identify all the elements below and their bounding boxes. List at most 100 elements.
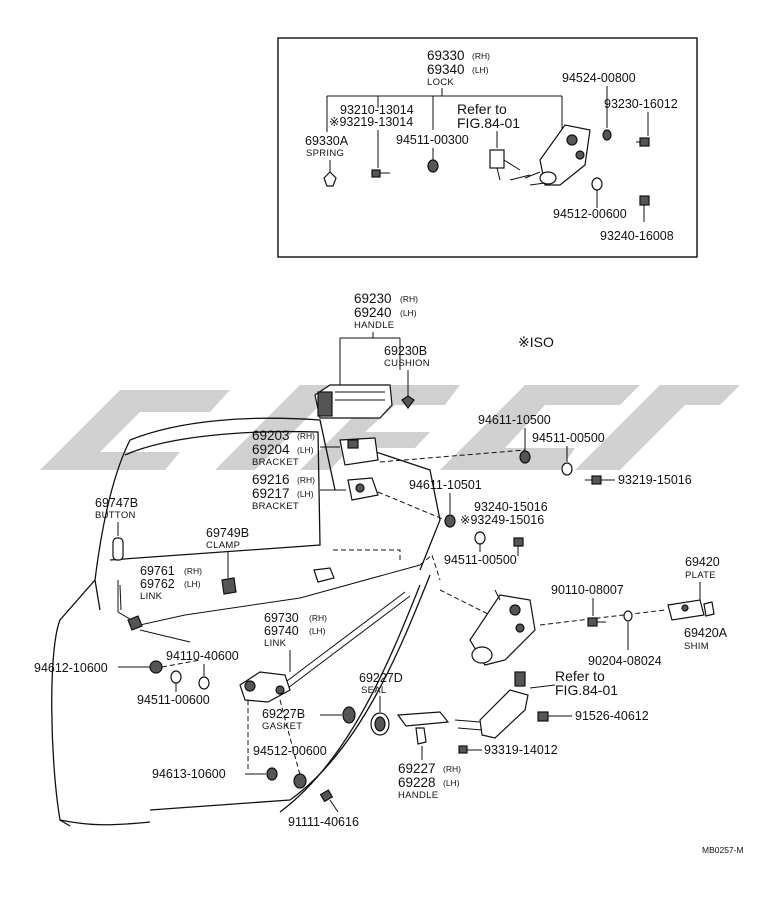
nut-h-part [266,767,278,781]
bracket1-rh-suffix: (RH) [297,431,315,441]
refer2-line2: FIG.84-01 [555,682,618,698]
link2-rh: 69730 [264,611,299,625]
clamp-num: 69749B [206,526,249,540]
bracket2-part [347,477,379,501]
clamp-part [221,567,335,595]
button-part [112,537,124,561]
cushion-part [401,395,415,409]
door-outline [51,417,441,827]
bracket1-rh: 69203 [252,428,290,443]
screw3-part [639,195,650,222]
nut-f-part [198,676,210,690]
washer2-part [591,177,603,191]
screw-c-label: 91111-40616 [288,815,359,829]
screw-d-part [587,617,606,627]
link2-rod-part [274,591,411,695]
handle-bottom-name: HANDLE [398,790,438,801]
screw-b-iso-label: ※93249-15016 [460,513,544,527]
screw-b-label: 93240-15016 [474,500,548,514]
screw-e-part [537,711,572,722]
screw-b-part [513,537,524,556]
gasket-num: 69227B [262,707,305,721]
seal-num: 69227D [359,671,403,685]
washer-b-part [623,610,633,622]
screw-e-label: 91526-40612 [575,709,649,723]
washer-a-part [293,773,307,789]
cushion-num: 69230B [384,344,427,358]
link1-rh-suffix: (RH) [184,566,202,576]
nut-f-label: 94110-40600 [166,649,239,663]
gasket-name: GASKET [262,721,302,732]
plate-part [667,599,715,621]
inset-lock-name: LOCK [427,77,454,88]
inner-handle-bracket-part [239,671,291,703]
shim-num: 69420A [684,626,728,640]
nut-h-label: 94613-10600 [152,767,226,781]
nut-d-label: 94511-00500 [444,553,517,567]
nut-d-part [474,531,486,545]
button-name: BUTTON [95,510,136,521]
iso-note: ※ISO [518,334,554,350]
handle-top-lh-suffix: (LH) [400,308,417,318]
screw-a-part [585,475,615,485]
nut-e-part [149,660,163,674]
gasket-part [342,706,356,724]
bracket2-rh-suffix: (RH) [297,475,315,485]
plate-num: 69420 [685,555,720,569]
door-lock-part [469,589,536,666]
link1-lh-suffix: (LH) [184,579,201,589]
inset-lock-lh-suffix: (LH) [472,65,489,75]
bracket1-part [339,437,379,466]
inset-screw1-iso: ※93219-13014 [329,115,413,129]
bracket2-rh: 69216 [252,472,290,487]
screw-c-part [319,789,339,813]
screw-part [371,169,390,178]
bracket1-name: BRACKET [252,457,299,468]
button-num: 69747B [95,496,138,510]
bracket2-lh: 69217 [252,486,290,501]
inset-lock-rh-suffix: (RH) [472,51,490,61]
nut-g-label: 94511-00600 [137,693,210,707]
spring-part [323,171,337,187]
handle-bottom-lh: 69228 [398,775,436,790]
bracket2-name: BRACKET [252,501,299,512]
inset-washer1: 94524-00800 [562,71,636,85]
inset-refer-line1: Refer to [457,101,507,117]
screw-a-label: 93219-15016 [618,473,692,487]
drawing-number: MB0257-M [702,845,744,855]
inset-spring-name: SPRING [306,148,344,159]
refer2-line1: Refer to [555,668,605,684]
link2-name: LINK [264,638,287,649]
screw2-part [636,137,650,147]
inset-spring-num: 69330A [305,134,349,148]
handle-bottom-rh: 69227 [398,761,436,776]
nut-e-label: 94612-10600 [34,661,108,675]
seal-part [370,712,390,736]
door-handle-bottom-part [396,711,450,745]
cushion-name: CUSHION [384,358,430,369]
inset-lock-lh: 69340 [427,62,465,77]
seal-name: SEAL [361,685,387,696]
lock-actuator-part [489,149,531,181]
link2-lh: 69740 [264,624,299,638]
handle-bottom-lh-suffix: (LH) [443,778,460,788]
link2-rh-suffix: (RH) [309,613,327,623]
inset-box: 69330 (RH) 69340 (LH) LOCK 69330A SPRING… [277,37,698,258]
screw-d-label: 90110-08007 [551,583,624,597]
plate-name: PLATE [685,570,716,581]
washer-a-label: 94512-00600 [253,744,327,758]
lock-assembly-part [524,124,591,186]
nut-g-part [170,670,182,684]
handle-top-rh-suffix: (RH) [400,294,418,304]
nut-b-label: 94511-00500 [532,431,605,445]
link1-name: LINK [140,591,163,602]
nut-c-label: 94611-10501 [409,478,482,492]
link1-lh: 69762 [140,577,175,591]
link1-rod-part [117,564,421,643]
bracket1-lh-suffix: (LH) [297,445,314,455]
inset-washer2: 94512-00600 [553,207,627,221]
screw-f-label: 93319-14012 [484,743,558,757]
link2-lh-suffix: (LH) [309,626,326,636]
nut-part [427,159,439,173]
